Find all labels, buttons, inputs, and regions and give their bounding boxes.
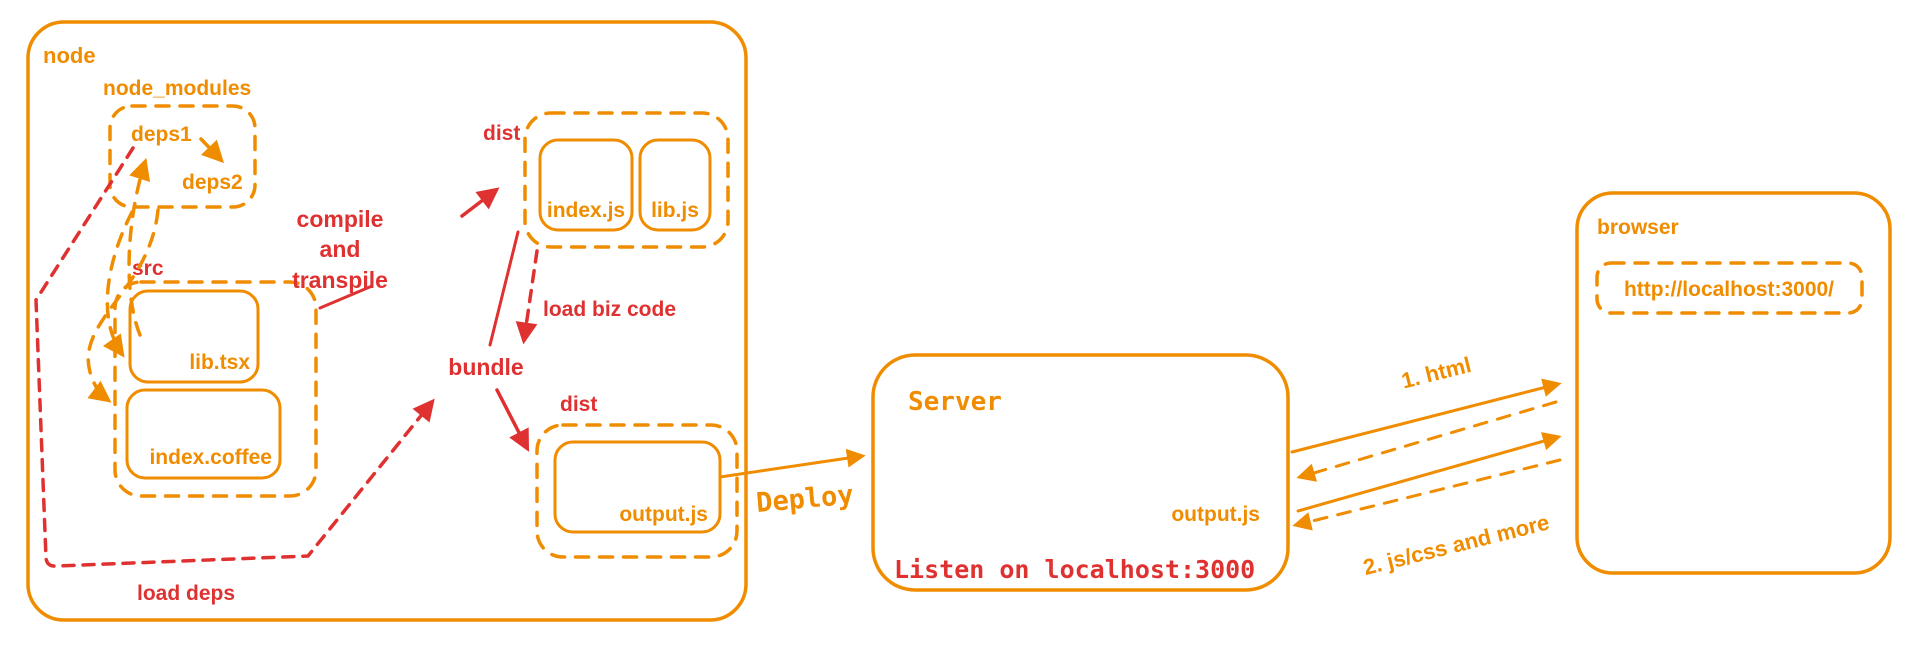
dist-bottom-group: dist output.js bbox=[535, 393, 739, 559]
src-to-deps1-arrow bbox=[127, 157, 151, 337]
request-assets-arrow bbox=[1292, 458, 1562, 531]
browser-group: browser http://localhost:3000/ bbox=[1575, 191, 1892, 575]
deps1-label: deps1 bbox=[131, 123, 192, 146]
dist-top-group: dist index.js lib.js bbox=[483, 111, 730, 249]
compile-line3: transpile bbox=[292, 267, 388, 293]
compile-line1: compile bbox=[297, 206, 384, 232]
compile-line2: and bbox=[320, 236, 361, 262]
node-modules-label: node_modules bbox=[103, 77, 251, 100]
load-deps-annotation: load deps bbox=[34, 146, 435, 605]
load-deps-label: load deps bbox=[137, 582, 235, 605]
output-js-label: output.js bbox=[619, 503, 708, 526]
src-box bbox=[113, 280, 318, 498]
server-status-label: Listen on localhost:3000 bbox=[894, 555, 1255, 584]
response-assets-label: 2. js/css and more bbox=[1361, 510, 1552, 580]
deps2-label: deps2 bbox=[182, 171, 243, 194]
address-bar-url: http://localhost:3000/ bbox=[1624, 278, 1834, 301]
request-html-arrow bbox=[1296, 400, 1558, 482]
response-html-label: 1. html bbox=[1399, 352, 1474, 393]
compile-annotation: compile and transpile bbox=[292, 187, 500, 310]
index-coffee-box bbox=[125, 388, 282, 480]
address-bar-box bbox=[1595, 261, 1864, 315]
lib-js-label: lib.js bbox=[651, 199, 699, 222]
browser-label: browser bbox=[1597, 216, 1679, 239]
dist-bottom-box bbox=[535, 423, 739, 559]
deploy-group: Deploy bbox=[718, 448, 866, 519]
response-assets-arrow bbox=[1296, 432, 1562, 513]
node-modules-box bbox=[108, 104, 257, 209]
server-group: Server output.js Listen on localhost:300… bbox=[871, 353, 1290, 592]
dist-bottom-label: dist bbox=[560, 393, 597, 416]
network-group: 1. html 2. js/css and more bbox=[1290, 352, 1562, 580]
index-js-box bbox=[538, 138, 634, 232]
bundle-label: bundle bbox=[448, 354, 523, 380]
server-label: Server bbox=[908, 387, 1002, 417]
dist-top-box bbox=[523, 111, 730, 249]
deps1-to-deps2-arrow bbox=[199, 137, 225, 164]
lib-js-box bbox=[638, 138, 712, 232]
node-box bbox=[26, 20, 748, 622]
server-output-js-label: output.js bbox=[1171, 503, 1260, 526]
bundle-annotation: load biz code bundle bbox=[448, 230, 676, 452]
lib-tsx-label: lib.tsx bbox=[189, 351, 250, 374]
transpile-leader-line bbox=[318, 284, 374, 310]
output-js-box bbox=[553, 440, 722, 534]
load-biz-code-arrow bbox=[515, 249, 539, 345]
src-group: src lib.tsx index.coffee bbox=[113, 257, 318, 498]
deploy-label: Deploy bbox=[755, 480, 855, 519]
node-label: node bbox=[43, 43, 96, 68]
deps-to-indexcoffee-arrow bbox=[86, 208, 160, 403]
response-html-arrow bbox=[1290, 378, 1562, 454]
src-label: src bbox=[132, 257, 164, 280]
index-coffee-label: index.coffee bbox=[149, 446, 272, 469]
browser-box bbox=[1575, 191, 1892, 575]
load-biz-code-label: load biz code bbox=[543, 298, 676, 321]
bundle-to-dist-arrow bbox=[495, 388, 530, 452]
compile-arrow bbox=[460, 187, 500, 218]
node-container: node node_modules deps1 deps2 src lib.ts… bbox=[26, 20, 748, 622]
node-modules-group: node_modules deps1 deps2 bbox=[103, 77, 257, 209]
dist-top-label: dist bbox=[483, 122, 520, 145]
deploy-arrow bbox=[718, 448, 866, 479]
index-js-label: index.js bbox=[547, 199, 625, 222]
deps-to-libtsx-arrow bbox=[102, 210, 134, 358]
server-box bbox=[871, 353, 1290, 592]
load-deps-path bbox=[34, 146, 435, 568]
bundle-dist-leader-line bbox=[488, 230, 520, 347]
lib-tsx-box bbox=[128, 289, 260, 384]
